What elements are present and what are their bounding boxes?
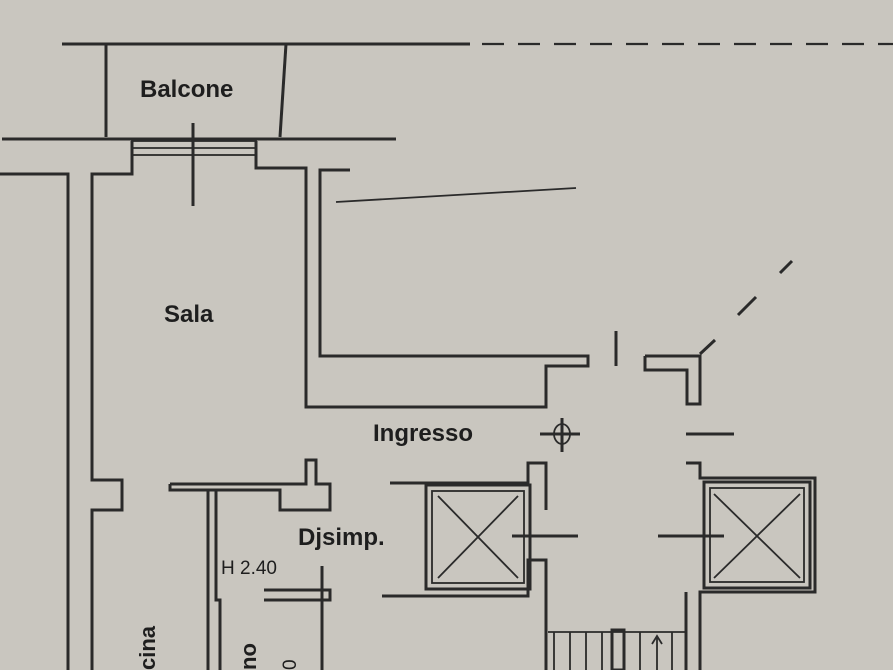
room-label-sala: Sala — [164, 301, 214, 328]
staircase — [548, 628, 686, 670]
entrance-jamb — [643, 354, 734, 436]
elevator-shaft-right — [658, 461, 817, 670]
height-label-partial: 0 — [280, 659, 301, 670]
elevator-shaft-left — [382, 461, 578, 670]
balcony-outline — [2, 43, 396, 141]
ceiling-height-label: H 2.40 — [221, 558, 277, 579]
balcony-door — [131, 123, 257, 206]
room-label-disimpegno: Djsimp. — [298, 524, 385, 551]
exterior-walls — [0, 141, 590, 670]
room-label-ingresso: Ingresso — [373, 420, 473, 447]
room-label-cucina: cina — [135, 625, 160, 670]
room-label-bagno: no — [236, 643, 261, 670]
interior-walls — [168, 458, 332, 670]
entrance-symbol — [540, 418, 580, 452]
sketch-lines — [335, 187, 794, 366]
room-label-balcone: Balcone — [140, 76, 233, 103]
